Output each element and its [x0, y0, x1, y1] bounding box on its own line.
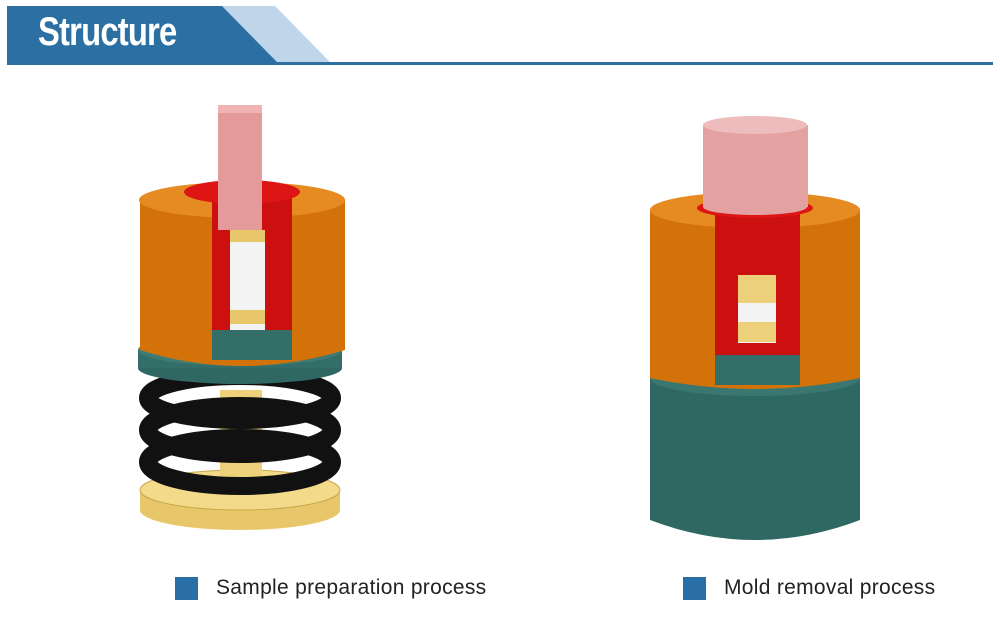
legend-square-icon	[683, 576, 706, 600]
mold-structure-diagram	[138, 105, 860, 540]
sample-preparation-assembly	[138, 105, 345, 530]
section-title: Structure	[38, 10, 177, 54]
caption-sample-preparation: Sample preparation process	[175, 576, 486, 600]
mold-removal-assembly	[650, 116, 860, 540]
section-header-banner	[7, 6, 993, 65]
caption-label: Mold removal process	[724, 576, 936, 599]
legend-square-icon	[175, 576, 198, 600]
caption-mold-removal: Mold removal process	[683, 576, 935, 600]
caption-label: Sample preparation process	[216, 576, 487, 599]
